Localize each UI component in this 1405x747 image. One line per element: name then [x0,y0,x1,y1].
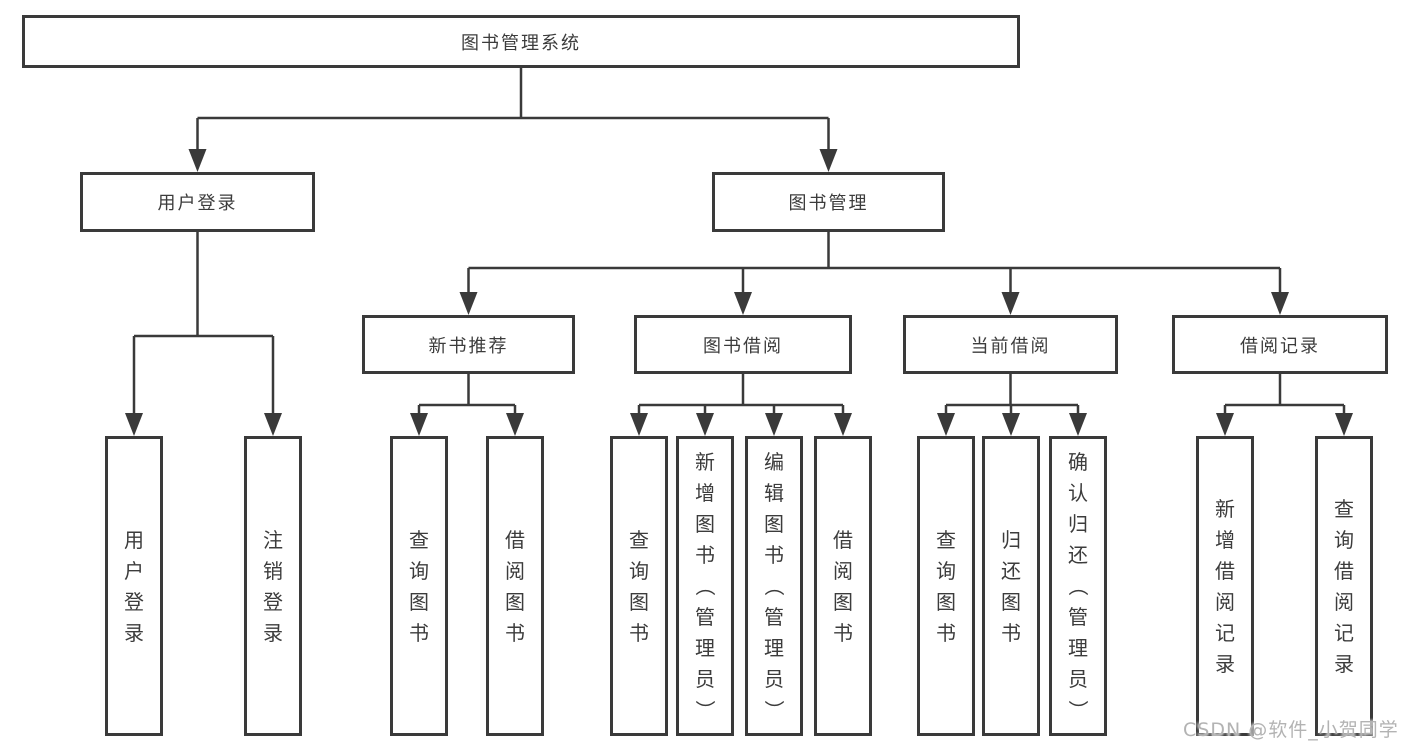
leaf-return-books: 归还图书 [982,436,1040,736]
node-label: 确认归还（管理员） [1066,450,1090,720]
leaf-query-books: 查询图书 [390,436,448,736]
node-label: 归还图书 [1001,527,1021,645]
node-label: 编辑图书（管理员） [762,450,786,720]
node-label: 用户登录 [124,527,144,645]
node-label: 查询借阅记录 [1334,496,1354,676]
node-label: 用户登录 [157,193,238,214]
leaf-confirm-return-admin: 确认归还（管理员） [1049,436,1107,736]
node-label: 图书管理 [788,193,869,214]
node-library-management-system: 图书管理系统 [22,15,1020,68]
leaf-borrow-books: 借阅图书 [814,436,872,736]
leaf-query-books: 查询图书 [610,436,668,736]
node-label: 借阅图书 [505,527,525,645]
node-label: 注销登录 [263,527,283,645]
node-label: 查询图书 [409,527,429,645]
leaf-user-login: 用户登录 [105,436,163,736]
node-book-management: 图书管理 [712,172,945,232]
node-label: 查询图书 [629,527,649,645]
leaf-add-borrow-record: 新增借阅记录 [1196,436,1254,736]
node-user-login: 用户登录 [80,172,315,232]
leaf-query-books: 查询图书 [917,436,975,736]
node-borrowing-records: 借阅记录 [1172,315,1388,374]
node-label: 图书管理系统 [461,32,581,54]
node-label: 借阅记录 [1240,335,1320,357]
node-label: 当前借阅 [970,335,1051,357]
node-label: 查询图书 [936,527,956,645]
node-label: 图书借阅 [703,335,783,357]
node-book-borrowing: 图书借阅 [634,315,852,374]
node-label: 借阅图书 [833,527,853,645]
csdn-watermark: CSDN @软件_小贺同学 [1183,719,1399,741]
leaf-query-borrow-record: 查询借阅记录 [1315,436,1373,736]
node-label: 新增图书（管理员） [693,450,717,720]
arrowheads [125,149,1353,436]
leaf-edit-books-admin: 编辑图书（管理员） [745,436,803,736]
leaf-borrow-books: 借阅图书 [486,436,544,736]
leaf-add-books-admin: 新增图书（管理员） [676,436,734,736]
leaf-logout: 注销登录 [244,436,302,736]
node-new-book-recommend: 新书推荐 [362,315,575,374]
node-label: 新书推荐 [428,335,509,357]
node-current-borrowing: 当前借阅 [903,315,1118,374]
node-label: 新增借阅记录 [1215,496,1235,676]
